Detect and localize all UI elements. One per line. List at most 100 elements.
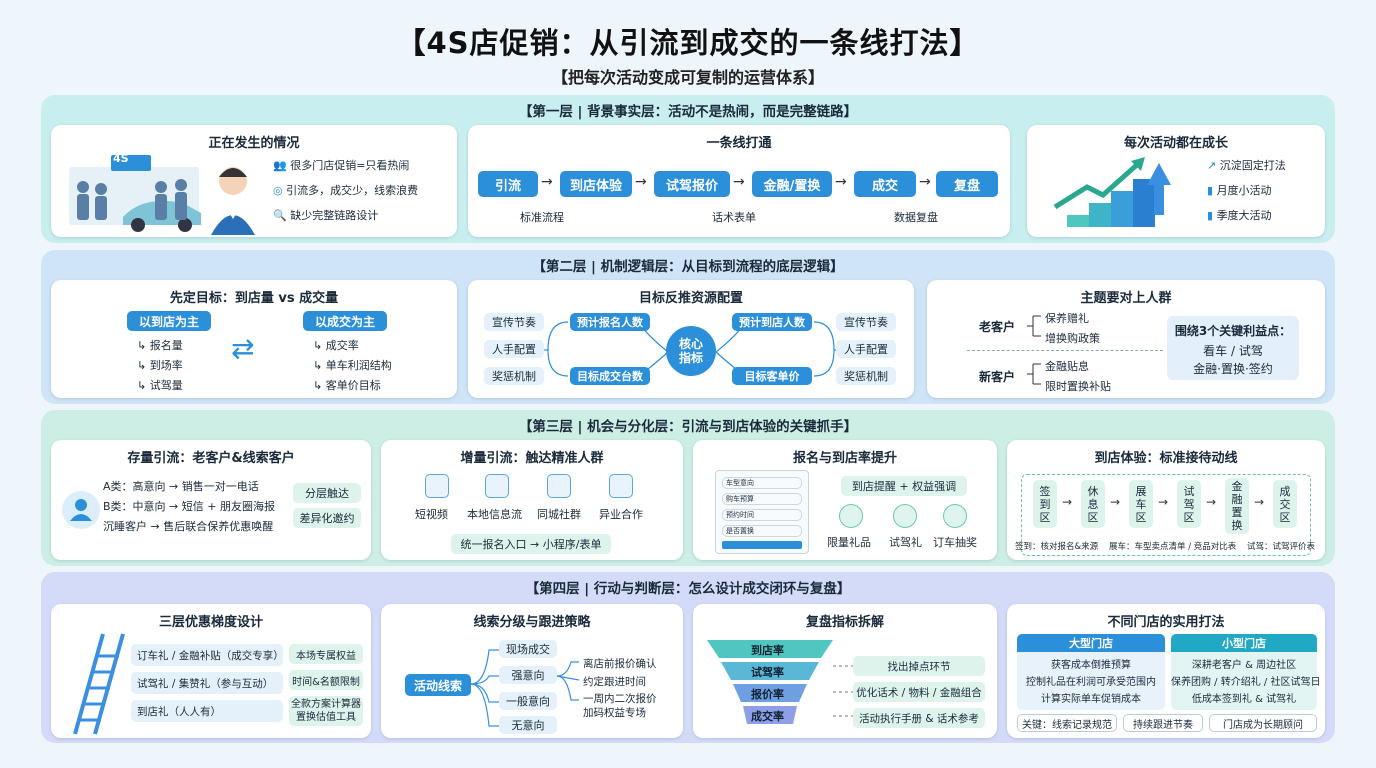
ladder-icon xyxy=(73,633,125,735)
growth-item: ▮ 月度小活动 xyxy=(1207,184,1272,197)
layer-4-header: 【第四层 | 行动与判断层：怎么设计成交闭环与复盘】 xyxy=(525,581,851,597)
people-icon: 👥 xyxy=(273,159,291,172)
goal-arrival-head: 以到店为主 xyxy=(127,311,211,331)
card-title: 三层优惠梯度设计 xyxy=(158,615,263,630)
party-icon xyxy=(893,504,917,528)
chat-icon xyxy=(547,474,571,498)
perk-label: 订车抽奖 xyxy=(933,536,977,549)
goal-item: ↳ 单车利润结构 xyxy=(313,359,392,372)
tier-row: 到店礼（人人有） xyxy=(131,700,283,722)
card-title: 增量引流：触达精准人群 xyxy=(460,451,604,466)
showroom-sign: 4S xyxy=(113,152,129,165)
small-store-item: 低成本签到礼 & 试驾礼 xyxy=(1191,694,1297,705)
card-title: 主题要对上人群 xyxy=(1080,291,1172,306)
reception-step: 休息区 xyxy=(1081,480,1105,528)
resource-item: 奖惩机制 xyxy=(484,367,544,385)
reception-note: 展车：车型卖点清单 / 竞品对比表 xyxy=(1109,542,1237,552)
tier-tag: 全款方案计算器 置换估值工具 xyxy=(289,696,363,726)
small-store-item: 保养团购 / 转介绍礼 / 社区试驾日 xyxy=(1171,677,1321,688)
card-stock-traffic: 存量引流：老客户&线索客户 A类：高意向 → 销售一对一电话 B类：中意向 → … xyxy=(51,440,371,560)
pipeline-step: 试驾报价 xyxy=(654,171,730,197)
card-title: 报名与到店率提升 xyxy=(792,451,897,466)
arrow-right-icon: → xyxy=(1158,495,1169,509)
growth-item: ↗ 沉淀固定打法 xyxy=(1207,159,1286,172)
big-store-head: 大型门店 xyxy=(1017,634,1165,652)
store-key-tag: 门店成为长期顾问 xyxy=(1209,714,1317,732)
small-store-item: 深耕老客户 & 周边社区 xyxy=(1191,660,1297,671)
card-title: 一条线打通 xyxy=(706,136,772,151)
bracket-icon xyxy=(1027,363,1041,385)
card-discount-tiers: 三层优惠梯度设计 订车礼 / 金融补贴（成交专享） 试驾礼 / 集赞礼（参与互动… xyxy=(51,604,371,738)
card-reception: 到店体验：标准接待动线 签到区 → 休息区 → 展车区 → 试驾区 → 金融置换… xyxy=(1007,440,1325,560)
page-subtitle: 【把每次活动变成可复制的运营体系】 xyxy=(551,68,824,87)
channel-label: 同城社群 xyxy=(537,508,581,521)
arrow-right-icon: → xyxy=(835,174,847,190)
pipeline-sub: 标准流程 xyxy=(520,211,564,224)
audience-item: 保养赠礼 xyxy=(1045,312,1089,325)
showroom-illustration xyxy=(69,155,255,235)
card-title: 正在发生的情况 xyxy=(208,136,300,151)
store-key-tag: 关键：线索记录规范 xyxy=(1017,714,1117,732)
resource-item: 人手配置 xyxy=(484,340,544,358)
card-goals: 先定目标：到店量 vs 成交量 以到店为主 ↳ 报名量 ↳ 到场率 ↳ 试驾量 … xyxy=(51,280,457,398)
share-icon xyxy=(609,474,633,498)
layer-1: 【第一层 | 背景事实层：活动不是热闹，而是完整链路】 正在发生的情况 4S 👥… xyxy=(41,95,1335,243)
form-field: 车型意向 xyxy=(722,477,802,489)
situation-item: 👥 很多门店促销=只看热闹 xyxy=(273,159,410,172)
tier-row: 试驾礼 / 集赞礼（参与互动） xyxy=(131,672,283,694)
reception-step: 成交区 xyxy=(1273,480,1297,528)
reception-note: 试驾：试驾评价表 xyxy=(1247,542,1316,552)
big-store-item: 控制礼品在利润可承受范围内 xyxy=(1026,677,1156,688)
lead-action: 约定跟进时间 xyxy=(583,676,646,688)
layer-3-header: 【第三层 | 机会与分化层：引流与到店体验的关键抓手】 xyxy=(518,419,858,435)
card-title: 不同门店的实用打法 xyxy=(1107,615,1225,630)
goal-item: ↳ 试驾量 xyxy=(137,379,183,392)
divider xyxy=(967,350,1163,351)
card-store-plays: 不同门店的实用打法 大型门店 获客成本倒推预算 控制礼品在利润可承受范围内 计算… xyxy=(1007,604,1325,738)
tier-row: 订车礼 / 金融补贴（成交专享） xyxy=(131,644,284,666)
goal-item: ↳ 成交率 xyxy=(313,339,359,352)
benefit-line: 金融·置换·签约 xyxy=(1193,362,1273,376)
perk-label: 限量礼品 xyxy=(827,536,871,549)
page-title: 【4S店促销：从引流到成交的一条线打法】 xyxy=(396,26,980,60)
lead-level: 现场成交 xyxy=(499,640,557,658)
goal-item: ↳ 客单价目标 xyxy=(313,379,381,392)
funnel-shapes xyxy=(707,640,853,724)
funnel-step: 到店率 xyxy=(751,644,784,657)
small-store-head: 小型门店 xyxy=(1171,634,1317,652)
gift-icon xyxy=(839,504,863,528)
review-action: 活动执行手册 & 话术参考 xyxy=(853,708,985,728)
card-title: 先定目标：到店量 vs 成交量 xyxy=(169,291,339,306)
arrow-right-icon: → xyxy=(1062,495,1073,509)
channel-label: 短视频 xyxy=(415,508,448,521)
card-title: 目标反推资源配置 xyxy=(638,291,743,306)
form-field: 购车预算 xyxy=(722,493,802,505)
review-action: 优化话术 / 物料 / 金融组合 xyxy=(853,682,985,702)
reception-step: 试驾区 xyxy=(1177,480,1201,528)
card-resources: 目标反推资源配置 核心 指标 预计报名人数 目标成交台数 预计到店人数 目标客单… xyxy=(468,280,914,398)
pipeline-step: 复盘 xyxy=(936,171,998,197)
benefit-title: 围绕3个关键利益点： xyxy=(1174,324,1292,338)
user-group-icon xyxy=(62,491,100,529)
arrow-right-icon: → xyxy=(1110,495,1121,509)
layer-3: 【第三层 | 机会与分化层：引流与到店体验的关键抓手】 存量引流：老客户&线索客… xyxy=(41,410,1335,566)
audience-item: 限时置换补贴 xyxy=(1045,380,1111,393)
growth-item: ▮ 季度大活动 xyxy=(1207,209,1272,222)
reception-step: 展车区 xyxy=(1129,480,1153,528)
bracket-icon xyxy=(1027,315,1041,337)
card-title: 线索分级与跟进策略 xyxy=(473,615,591,630)
pipeline-step: 金融/置换 xyxy=(752,171,832,197)
store-key-tag: 持续跟进节奏 xyxy=(1123,714,1203,732)
old-customer-label: 老客户 xyxy=(979,320,1016,334)
lead-level: 无意向 xyxy=(499,716,557,734)
form-field: 是否置换 xyxy=(722,525,802,537)
card-title: 存量引流：老客户&线索客户 xyxy=(127,451,295,466)
benefit-box: 围绕3个关键利益点： 看车 / 试驾 金融·置换·签约 xyxy=(1167,316,1299,380)
resource-item: 宣传节奏 xyxy=(484,313,544,331)
card-pipeline: 一条线打通 引流 → 到店体验 → 试驾报价 → 金融/置换 → 成交 → 复盘… xyxy=(468,125,1010,237)
reminder-tag: 到店提醒 + 权益强调 xyxy=(841,476,967,496)
lead-level: 一般意向 xyxy=(499,692,557,710)
core-metric-node: 核心 指标 xyxy=(666,326,716,376)
layer-1-header: 【第一层 | 背景事实层：活动不是热闹，而是完整链路】 xyxy=(518,104,858,120)
lead-source-node: 活动线索 xyxy=(405,674,471,696)
